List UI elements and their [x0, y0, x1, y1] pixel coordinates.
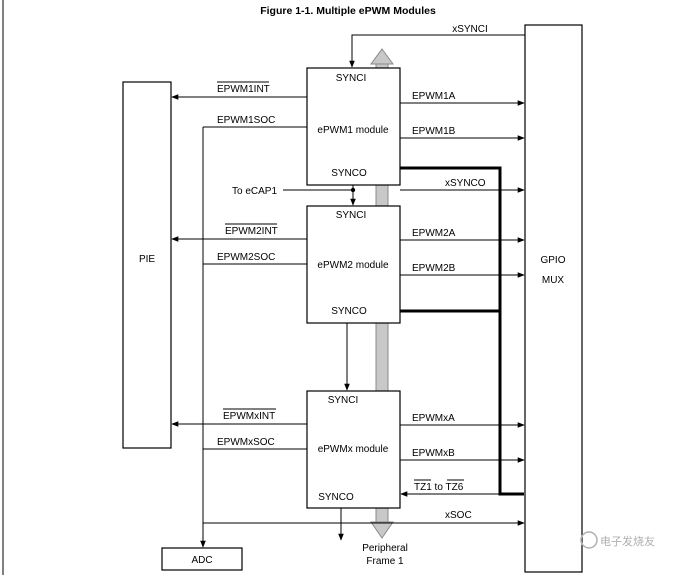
epwmx-module-label: ePWMx module	[318, 444, 389, 455]
epwm2-module-block	[306, 205, 401, 324]
synco-bus-line	[400, 166, 524, 496]
tz-label: TZ1 to TZ6	[414, 482, 464, 493]
xsynco-label: xSYNCO	[445, 178, 486, 189]
gpio-mux-label-line1: GPIO	[540, 255, 565, 266]
epwm2-synco-label: SYNCO	[331, 306, 367, 317]
peripheral-frame-label-line1: Peripheral	[362, 543, 408, 554]
epwm2soc-label: EPWM2SOC	[217, 252, 275, 263]
xsoc-label: xSOC	[445, 510, 472, 521]
epwmxa-label: EPWMxA	[412, 413, 455, 424]
epwm2int-label: EPWM2INT	[225, 226, 278, 237]
epwm2-module-label: ePWM2 module	[317, 260, 389, 271]
gpio-mux-block	[524, 24, 583, 573]
epwm1-synci-label: SYNCI	[336, 73, 367, 84]
epwm1-module-label: ePWM1 module	[317, 125, 389, 136]
xsynci-line	[349, 34, 525, 68]
epwmxint-label: EPWMxINT	[223, 411, 275, 422]
epwmx-synci-label: SYNCI	[328, 395, 359, 406]
watermark: 电子发烧友	[580, 531, 655, 549]
epwm2a-label: EPWM2A	[412, 228, 456, 239]
pie-block	[122, 81, 172, 449]
epwm1-module-block	[306, 67, 401, 186]
epwm2-synci-label: SYNCI	[336, 210, 367, 221]
epwm1soc-label: EPWM1SOC	[217, 115, 275, 126]
watermark-logo-icon	[580, 531, 598, 549]
epwmxb-label: EPWMxB	[412, 448, 455, 459]
to-ecap1-label: To eCAP1	[232, 186, 277, 197]
epwm1-synco-label: SYNCO	[331, 168, 367, 179]
epwmx-synco-label: SYNCO	[318, 492, 354, 503]
epwm1a-label: EPWM1A	[412, 91, 456, 102]
epwm1int-label: EPWM1INT	[217, 84, 270, 95]
pie-label: PIE	[139, 254, 155, 265]
adc-label: ADC	[191, 555, 212, 566]
epwm2b-label: EPWM2B	[412, 263, 456, 274]
adc-block	[161, 547, 243, 571]
figure-title: Figure 1-1. Multiple ePWM Modules	[260, 5, 436, 17]
epwm1b-label: EPWM1B	[412, 126, 456, 137]
xsynci-label: xSYNCI	[452, 24, 488, 35]
peripheral-frame-label-line2: Frame 1	[366, 556, 404, 567]
gpio-mux-label-line2: MUX	[542, 275, 565, 286]
epwmxsoc-label: EPWMxSOC	[217, 437, 275, 448]
watermark-text: 电子发烧友	[600, 534, 655, 548]
